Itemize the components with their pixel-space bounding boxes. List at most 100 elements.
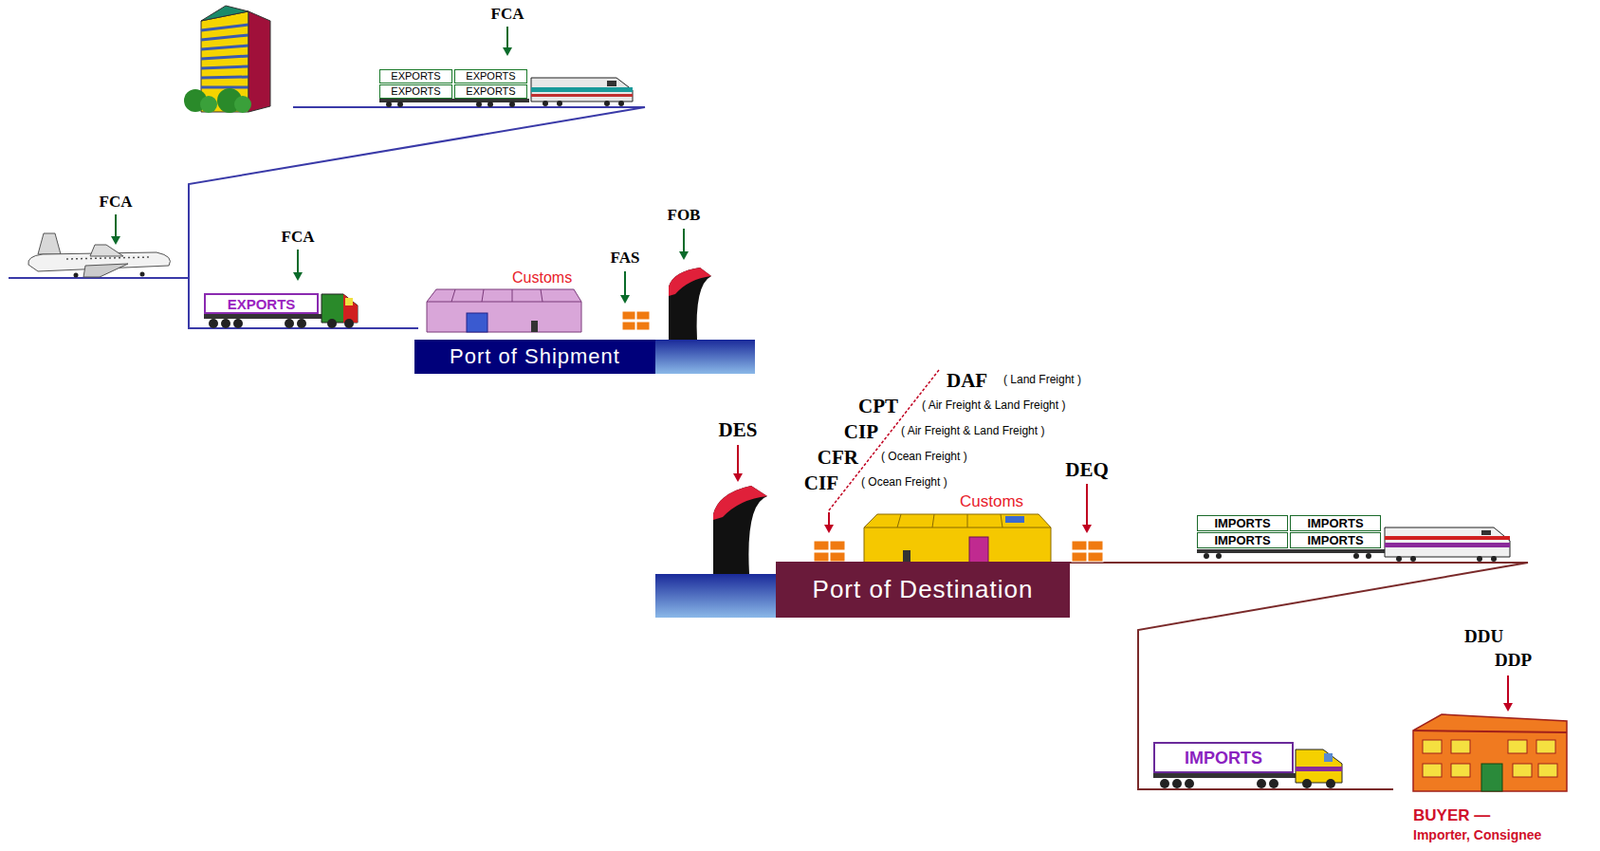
pointer-arrow-part	[114, 214, 117, 238]
pointer-arrow-part	[110, 236, 121, 245]
port-band: Port of Shipment	[414, 339, 656, 374]
import-truck-part	[1324, 753, 1333, 762]
customs-warehouse-part	[512, 289, 514, 302]
cargo-crates-part	[636, 311, 650, 320]
water	[655, 339, 776, 618]
hotel-building-part	[200, 95, 218, 113]
airplane-part	[37, 233, 61, 255]
pointer-arrow-part	[1507, 675, 1509, 704]
import-truck-part	[1256, 778, 1267, 789]
destination-warehouse-part	[969, 536, 989, 564]
import-truck-part	[1325, 778, 1336, 789]
customs-warehouse-part	[540, 289, 543, 302]
import-container: IMPORTS	[1289, 514, 1381, 532]
node-text: EXPORTS	[390, 71, 441, 82]
import-truck-part	[1295, 766, 1343, 772]
export-train-part	[487, 101, 494, 108]
hotel-building-part	[201, 86, 249, 90]
import-truck-part	[1153, 772, 1298, 778]
freight-term-line	[828, 369, 939, 511]
pointer-arrow-part	[682, 228, 685, 253]
customs-warehouse	[426, 289, 582, 332]
node-text: Port of Destination	[812, 574, 1034, 605]
airplane-part	[66, 257, 152, 259]
buyer-building-part	[1451, 739, 1471, 754]
buyer-building-part	[1451, 763, 1471, 777]
import-train-part	[1410, 555, 1417, 562]
export-truck-part	[296, 318, 307, 329]
destination-warehouse-part	[1005, 515, 1025, 523]
import-container: IMPORTS	[1289, 532, 1381, 549]
import-truck-part	[1159, 778, 1170, 789]
export-truck-part	[284, 318, 295, 329]
cargo-crates-part	[1071, 540, 1087, 551]
import-train-part	[1384, 527, 1510, 557]
cargo-crates-part	[813, 551, 829, 562]
airplane-part	[83, 263, 129, 277]
pointer-arrow-part	[736, 444, 739, 475]
import-truck-part	[1184, 778, 1195, 789]
pointer-arrow-part	[1085, 483, 1088, 526]
import-train	[1196, 527, 1510, 562]
import-container: IMPORTS	[1196, 532, 1288, 549]
node-text: EXPORTS	[227, 296, 296, 312]
import-train-part	[1353, 552, 1360, 559]
buyer-building-part	[1512, 763, 1532, 777]
export-truck-part	[203, 313, 323, 319]
destination-warehouse-part	[1000, 514, 1003, 528]
export-train-part	[379, 98, 530, 103]
destination-warehouse-part	[932, 514, 935, 528]
import-train-part	[1203, 552, 1210, 559]
freight-note: ( Air Freight & Land Freight )	[921, 398, 1066, 412]
pointer-arrow-part	[679, 251, 689, 260]
import-truck-part	[1295, 749, 1343, 783]
pointer-arrow-part	[296, 249, 299, 274]
incoterm-label: DDU	[1464, 625, 1504, 647]
export-truck-part	[233, 318, 243, 329]
export-truck-part	[321, 294, 358, 323]
export-truck-part	[344, 318, 354, 329]
freight-note: ( Ocean Freight )	[861, 475, 948, 489]
incoterm-label: CIP	[844, 420, 879, 444]
node-text: EXPORTS	[465, 86, 515, 97]
customs-warehouse-part	[466, 312, 488, 332]
import-truck-part	[1172, 778, 1182, 789]
airplane-part	[140, 272, 146, 277]
buyer-building-part	[1538, 763, 1558, 777]
freight-note: ( Air Freight & Land Freight )	[901, 423, 1045, 438]
cargo-crates-part	[1087, 540, 1104, 551]
incoterm-label: CPT	[858, 394, 899, 419]
pointer-arrow-part	[620, 294, 630, 304]
ship-bow-part	[668, 267, 712, 296]
import-train-part	[1476, 555, 1483, 562]
pointer-arrow-part	[1082, 524, 1092, 534]
buyer-building-part	[1536, 739, 1556, 754]
node-text: IMPORTS	[1306, 533, 1363, 547]
buyer-building-part	[1422, 763, 1442, 777]
buyer-building-part	[1481, 763, 1503, 791]
buyer-label: BUYER —	[1413, 806, 1490, 826]
pointer-arrow-part	[506, 26, 509, 49]
incoterm-label: DDP	[1494, 649, 1532, 671]
ship-bow-part	[713, 485, 768, 520]
customs-label: Customs	[959, 492, 1024, 512]
customs-warehouse-part	[451, 289, 456, 302]
cargo-crates-part	[636, 321, 650, 331]
freight-note: ( Land Freight )	[1003, 372, 1082, 387]
export-train-part	[397, 101, 404, 108]
export-train-part	[604, 100, 610, 107]
pointer-arrow-part	[502, 47, 513, 56]
import-train-part	[1384, 535, 1510, 540]
import-truck-part	[1268, 778, 1279, 789]
export-truck	[203, 294, 358, 329]
incoterm-label: FCA	[491, 4, 525, 24]
customs-warehouse-part	[426, 301, 582, 303]
node-text: IMPORTS	[1213, 516, 1270, 530]
export-truck-part	[208, 318, 219, 329]
import-trailer: IMPORTS	[1153, 741, 1294, 773]
import-train-part	[1481, 530, 1491, 535]
incoterm-label: FCA	[281, 227, 315, 247]
destination-warehouse-part	[897, 514, 902, 528]
buyer-label: Importer, Consignee	[1413, 827, 1542, 843]
